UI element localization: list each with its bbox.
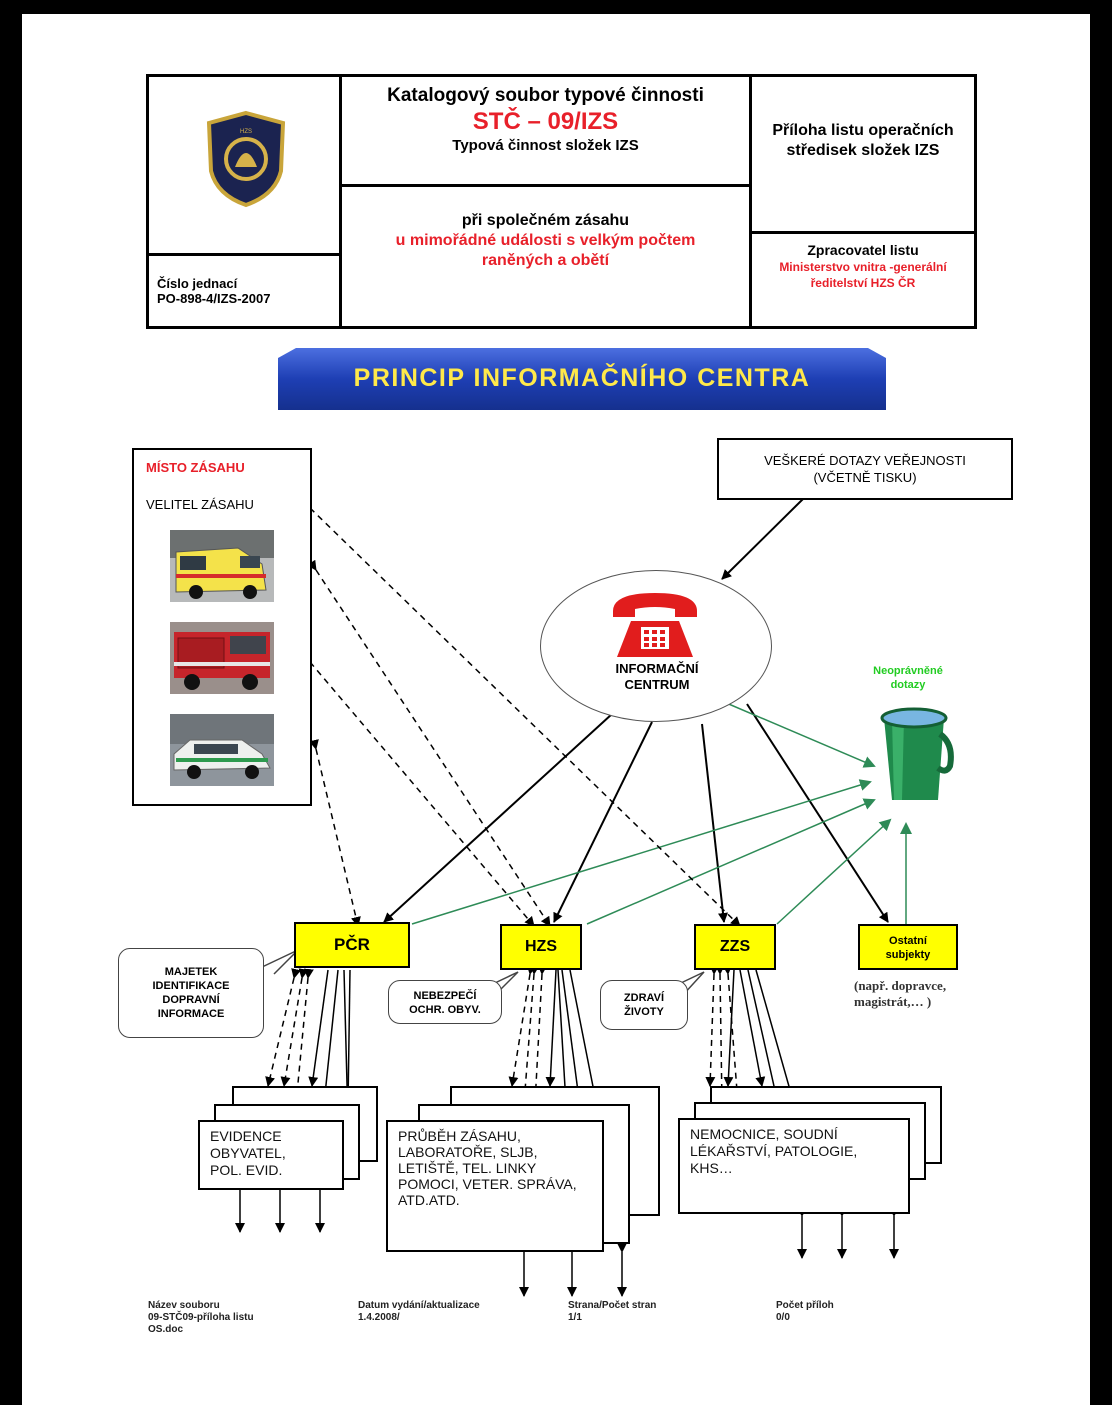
processor-name: Ministerstvo vnitra -generální ředitelst… — [779, 260, 947, 290]
document-page: HZS Číslo jednací PO-898-4/IZS-2007 Kata… — [22, 14, 1090, 1405]
footer-date-label: Datum vydání/aktualizace — [358, 1300, 480, 1311]
telephone-icon — [613, 593, 697, 657]
document-code: STČ – 09/IZS — [472, 108, 619, 135]
public-queries-box: VEŠKERÉ DOTAZY VEŘEJNOSTI (VČETNĚ TISKU) — [717, 438, 1013, 500]
footer-filename-value: 09-STČ09-příloha listu OS.doc — [148, 1312, 254, 1335]
footer-date-value: 1.4.2008/ — [358, 1312, 400, 1323]
doc-hzs-text: PRŮBĚH ZÁSAHU, LABORATOŘE, SLJB, LETIŠTĚ… — [398, 1128, 577, 1208]
banner-background — [278, 348, 886, 410]
commander-label: VELITEL ZÁSAHU — [146, 497, 254, 512]
catalog-title: Katalogový soubor typové činnosti — [387, 85, 704, 106]
svg-text:HZS: HZS — [240, 129, 252, 135]
footer-attachments-label: Počet příloh — [776, 1300, 834, 1311]
processor-cell: Zpracovatel listu Ministerstvo vnitra -g… — [749, 231, 977, 329]
doc-stack-pcr-front: EVIDENCE OBYVATEL, POL. EVID. — [198, 1120, 344, 1190]
footer-attachments-value: 0/0 — [776, 1312, 790, 1323]
bubble-hzs: NEBEZPEČÍ OCHR. OBYV. — [388, 980, 502, 1024]
unauthorized-label: Neoprávněné dotazy — [873, 665, 943, 691]
scene-label: MÍSTO ZÁSAHU — [146, 460, 245, 475]
others-note: (např. dopravce, magistrát,… ) — [854, 978, 947, 1009]
processor-label: Zpracovatel listu — [807, 242, 919, 258]
doc-stack-zzs-front: NEMOCNICE, SOUDNÍ LÉKAŘSTVÍ, PATOLOGIE, … — [678, 1118, 910, 1214]
footer-attachments: Počet příloh 0/0 — [776, 1300, 896, 1324]
fire-truck-image — [170, 622, 274, 694]
unit-others: Ostatní subjekty — [858, 924, 958, 970]
footer-pages-value: 1/1 — [568, 1312, 582, 1323]
footer-pages-label: Strana/Počet stran — [568, 1300, 657, 1311]
trash-bin-icon — [880, 707, 954, 800]
bubble-pcr: MAJETEK IDENTIFIKACE DOPRAVNÍ INFORMACE — [118, 948, 264, 1038]
public-queries-text: VEŠKERÉ DOTAZY VEŘEJNOSTI (VČETNĚ TISKU) — [764, 453, 966, 485]
ambulance-image — [170, 530, 274, 602]
attachment-text: Příloha listu operačních středisek slože… — [772, 122, 954, 159]
ref-label: Číslo jednací — [157, 276, 238, 291]
footer-filename-label: Název souboru — [148, 1300, 220, 1311]
footer-pages: Strana/Počet stran 1/1 — [568, 1300, 708, 1324]
banner-title: PRINCIP INFORMAČNÍHO CENTRA — [353, 364, 811, 392]
bubble-zzs: ZDRAVÍ ŽIVOTY — [600, 980, 688, 1030]
doc-stack-hzs-front: PRŮBĚH ZÁSAHU, LABORATOŘE, SLJB, LETIŠTĚ… — [386, 1120, 604, 1252]
unit-pcr: PČR — [294, 922, 410, 968]
banner: PRINCIP INFORMAČNÍHO CENTRA — [278, 348, 886, 410]
footer-date: Datum vydání/aktualizace 1.4.2008/ — [358, 1300, 538, 1324]
description-red: u mimořádné události s velkým počtem ran… — [395, 232, 696, 269]
doc-zzs-text: NEMOCNICE, SOUDNÍ LÉKAŘSTVÍ, PATOLOGIE, … — [690, 1126, 858, 1176]
info-center: INFORMAČNÍ CENTRUM — [540, 570, 772, 722]
document-subtitle: Typová činnost složek IZS — [452, 137, 639, 154]
info-center-label: INFORMAČNÍ CENTRUM — [615, 661, 699, 692]
scene-panel: MÍSTO ZÁSAHU VELITEL ZÁSAHU — [132, 448, 312, 806]
ref-cell: Číslo jednací PO-898-4/IZS-2007 — [146, 253, 342, 329]
police-car-image — [170, 714, 274, 786]
fire-rescue-emblem-icon: HZS — [206, 110, 286, 208]
doc-pcr-text: EVIDENCE OBYVATEL, POL. EVID. — [210, 1128, 286, 1178]
ref-number: PO-898-4/IZS-2007 — [157, 291, 271, 306]
footer-filename: Název souboru 09-STČ09-příloha listu OS.… — [148, 1300, 298, 1336]
unit-zzs: ZZS — [694, 924, 776, 970]
description-black: při společném zásahu — [461, 212, 630, 229]
unit-hzs: HZS — [500, 924, 582, 970]
